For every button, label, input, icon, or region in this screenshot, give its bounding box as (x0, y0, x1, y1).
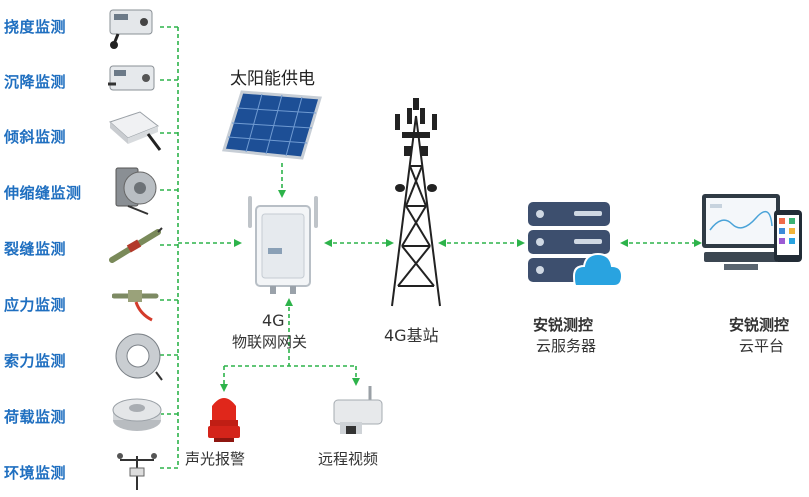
sensor-label-deflection: 挠度监测 (4, 18, 67, 36)
platform-name-label: 云平台 (739, 337, 785, 355)
server-name-label: 云服务器 (536, 337, 597, 355)
settlement-sensor-icon (108, 65, 155, 91)
expansion-joint-sensor-icon (115, 167, 157, 215)
sensor-label-load: 荷载监测 (4, 408, 67, 426)
deflection-sensor-icon (109, 9, 153, 49)
sensor-label-environment: 环境监测 (4, 464, 67, 482)
camera-label: 远程视频 (318, 450, 379, 468)
sensor-label-cable-force: 索力监测 (4, 352, 67, 370)
sensor-label-crack: 裂缝监测 (4, 240, 67, 258)
sound-light-alarm-icon (208, 398, 240, 442)
surveillance-camera-icon (333, 386, 383, 434)
sensor-label-tilt: 倾斜监测 (4, 128, 67, 146)
cell-tower-icon (391, 98, 441, 307)
load-cell-icon (112, 398, 162, 431)
sensor-label-settlement: 沉降监测 (4, 73, 67, 91)
gateway-4g-label: 4G (262, 311, 285, 330)
tilt-sensor-icon (109, 111, 162, 151)
cable-force-sensor-icon (115, 333, 163, 381)
cloud-platform-icon (702, 194, 802, 270)
alarm-label: 声光报警 (185, 450, 246, 468)
tower-label: 4G基站 (384, 326, 439, 345)
sensor-label-expansion-joint: 伸缩缝监测 (4, 184, 82, 202)
gateway-name-label: 物联网网关 (232, 333, 308, 351)
iot-gateway-icon (248, 196, 318, 294)
solar-panel-icon (222, 90, 322, 160)
server-brand-label: 安锐测控 (533, 316, 594, 334)
solar-power-label: 太阳能供电 (230, 69, 315, 89)
weather-station-icon (117, 453, 157, 490)
stress-sensor-icon (112, 290, 159, 322)
platform-brand-label: 安锐测控 (729, 316, 790, 334)
sensor-label-stress: 应力监测 (4, 296, 67, 314)
crack-sensor-icon (109, 227, 163, 263)
cloud-server-icon (528, 202, 622, 287)
